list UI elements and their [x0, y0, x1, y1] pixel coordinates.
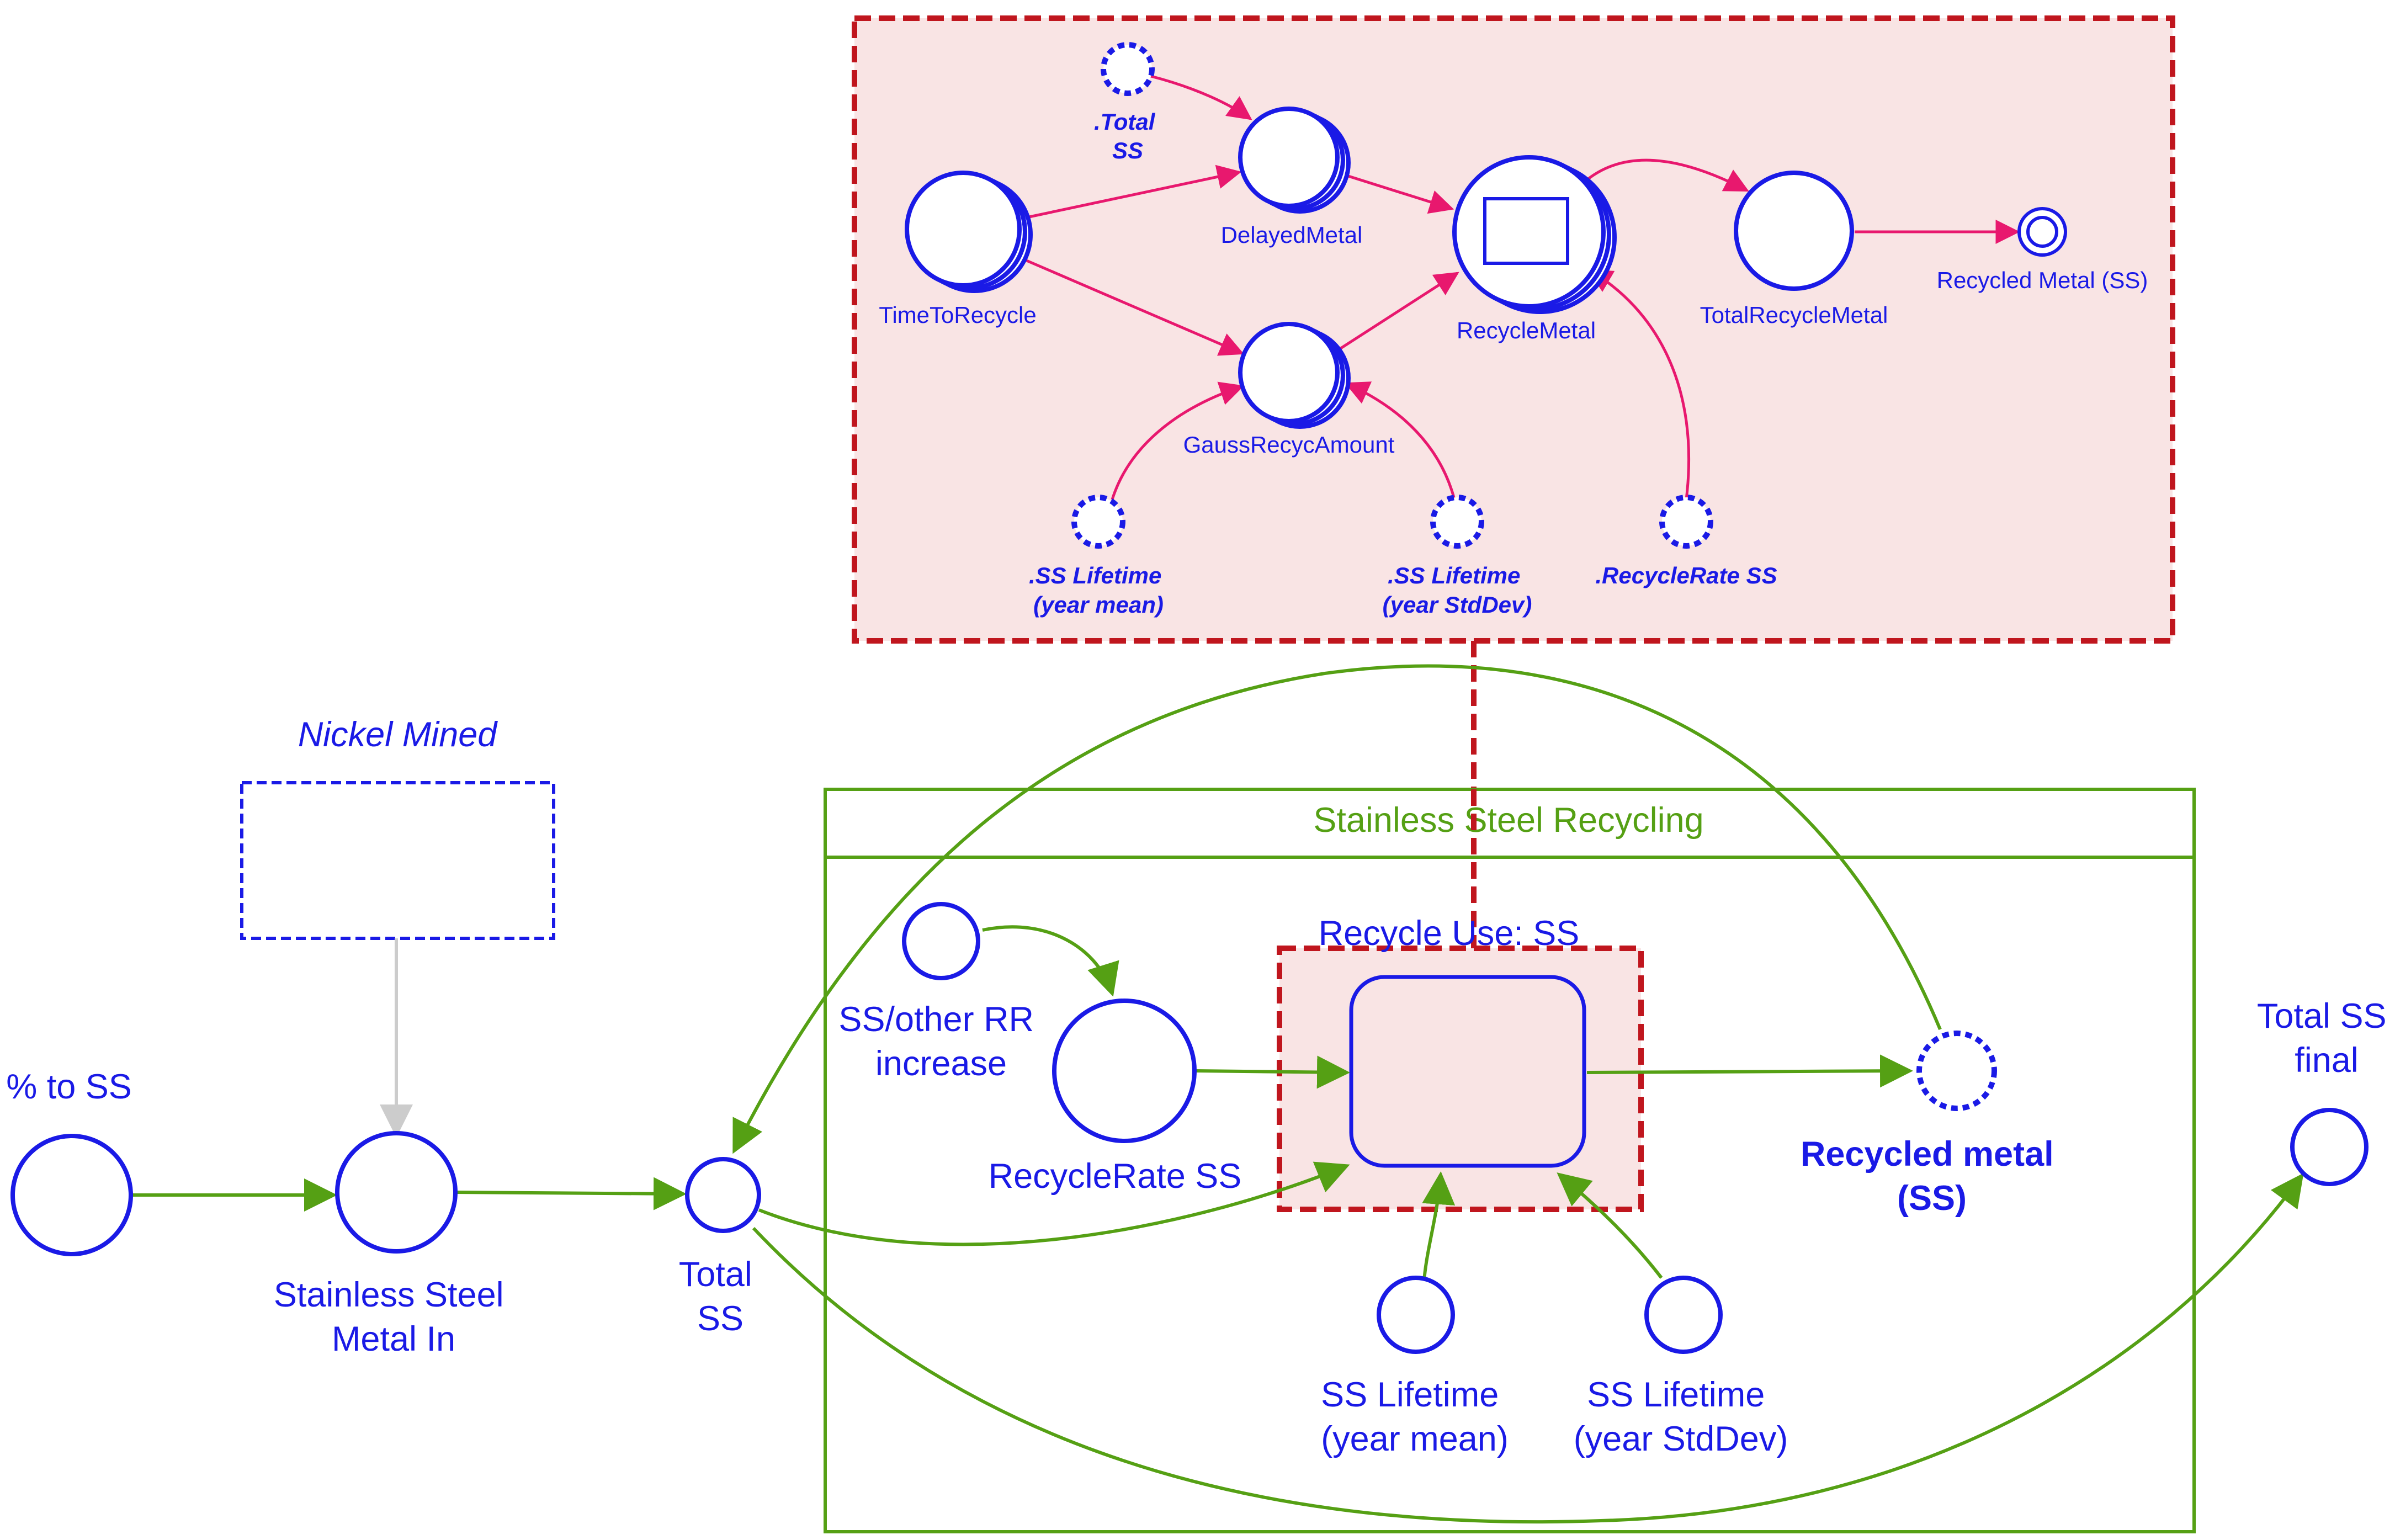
- ss-lifetime-mean-alias-node[interactable]: [1071, 495, 1125, 549]
- total-ss-node[interactable]: [685, 1157, 761, 1233]
- percent-to-ss-label: % to SS: [6, 1068, 132, 1106]
- recycle-metal-node[interactable]: [1452, 155, 1617, 314]
- link-sslifetimemean-gauss: [1111, 381, 1245, 500]
- total-ss-label: Total SS: [679, 1255, 762, 1338]
- time-to-recycle-label: TimeToRecycle: [879, 302, 1037, 328]
- container-title: Stainless Steel Recycling: [1313, 801, 1703, 840]
- link-delayedmetal-recyclemetal: [1341, 172, 1454, 214]
- detail-panel: .Total SS DelayedMetal TimeToRecycle Gau…: [852, 15, 2175, 644]
- link-recycledmetal-totalss: [732, 664, 1942, 1154]
- percent-to-ss-node[interactable]: [10, 1134, 133, 1256]
- ss-lifetime-stddev-alias-node[interactable]: [1430, 495, 1484, 549]
- total-ss-final-node[interactable]: [2290, 1108, 2369, 1186]
- ss-lifetime-stddev-alias-label: .SS Lifetime (year StdDev): [1383, 562, 1532, 618]
- ss-lifetime-stddev-label: SS Lifetime (year StdDev): [1574, 1376, 1788, 1458]
- gauss-recyc-amount-label: GaussRecycAmount: [1183, 432, 1395, 458]
- link-sslifetimestddev-gauss: [1344, 381, 1456, 500]
- total-recycle-metal-label: TotalRecycleMetal: [1700, 302, 1888, 328]
- link-totalss-totalssfinal: [752, 1173, 2304, 1524]
- recycle-rate-ss-label: RecycleRate SS: [989, 1157, 1242, 1196]
- link-metalin-totalss: [455, 1177, 687, 1210]
- total-ss-alias-node[interactable]: [1101, 42, 1155, 96]
- gauss-recyc-amount-node[interactable]: [1238, 322, 1351, 429]
- recycled-metal-ss-node[interactable]: [1916, 1031, 1997, 1111]
- link-recycleuse-recycledmetal: [1586, 1054, 1913, 1088]
- recycled-metal-ss-label: Recycled metal (SS): [1801, 1135, 2063, 1218]
- stainless-steel-metal-in-node[interactable]: [335, 1131, 458, 1254]
- ss-lifetime-stddev-node[interactable]: [1644, 1276, 1723, 1354]
- recycle-use-ss-label: Recycle Use: SS: [1319, 914, 1580, 953]
- link-recyclerate-recyclemetal: [1587, 269, 1691, 500]
- link-lifetimestddev-recycleuse: [1557, 1172, 1663, 1279]
- ss-lifetime-mean-alias-label: .SS Lifetime (year mean): [1029, 562, 1168, 618]
- link-lifetimemean-recycleuse: [1422, 1171, 1456, 1281]
- link-totalss-delayedmetal: [1150, 75, 1252, 120]
- recycled-metal-output-label: Recycled Metal (SS): [1937, 267, 2148, 293]
- ss-other-rr-increase-label: SS/other RR increase: [838, 1000, 1043, 1083]
- recycle-rate-ss-node[interactable]: [1052, 999, 1197, 1143]
- stainless-steel-metal-in-label: Stainless Steel Metal In: [274, 1276, 513, 1358]
- detail-panel-border: [852, 15, 2175, 644]
- total-recycle-metal-node[interactable]: [1734, 171, 1854, 291]
- recycled-metal-output-node[interactable]: [2017, 207, 2067, 257]
- ss-lifetime-mean-node[interactable]: [1377, 1276, 1455, 1354]
- link-recyclemetal-totalrecyclemetal: [1583, 158, 1749, 192]
- total-ss-alias-label: .Total SS: [1094, 109, 1161, 163]
- link-recyclerate-recycleuse: [1194, 1055, 1350, 1089]
- delayed-metal-node[interactable]: [1238, 107, 1351, 214]
- link-timetorecycle-gauss: [1023, 258, 1245, 356]
- link-ssother-recyclerate: [982, 925, 1119, 997]
- ss-lifetime-mean-label: SS Lifetime (year mean): [1321, 1376, 1509, 1458]
- ss-other-rr-increase-node[interactable]: [902, 902, 980, 980]
- recycle-rate-alias-node[interactable]: [1659, 495, 1713, 549]
- nickel-mined-node[interactable]: [240, 781, 555, 940]
- delayed-metal-label: DelayedMetal: [1221, 222, 1363, 248]
- link-timetorecycle-delayedmetal: [1023, 164, 1242, 220]
- recycle-metal-submodel-icon: [1483, 197, 1569, 265]
- recycle-rate-alias-label: .RecycleRate SS: [1595, 562, 1777, 588]
- link-gauss-recyclemetal: [1332, 272, 1459, 355]
- link-totalss-recycleuse: [758, 1161, 1350, 1246]
- nickel-mined-label: Nickel Mined: [298, 715, 498, 754]
- total-ss-final-label: Total SS final: [2257, 997, 2395, 1080]
- recycle-use-ss-box[interactable]: [1349, 975, 1586, 1168]
- recycle-metal-label: RecycleMetal: [1457, 317, 1596, 343]
- time-to-recycle-node[interactable]: [905, 171, 1033, 293]
